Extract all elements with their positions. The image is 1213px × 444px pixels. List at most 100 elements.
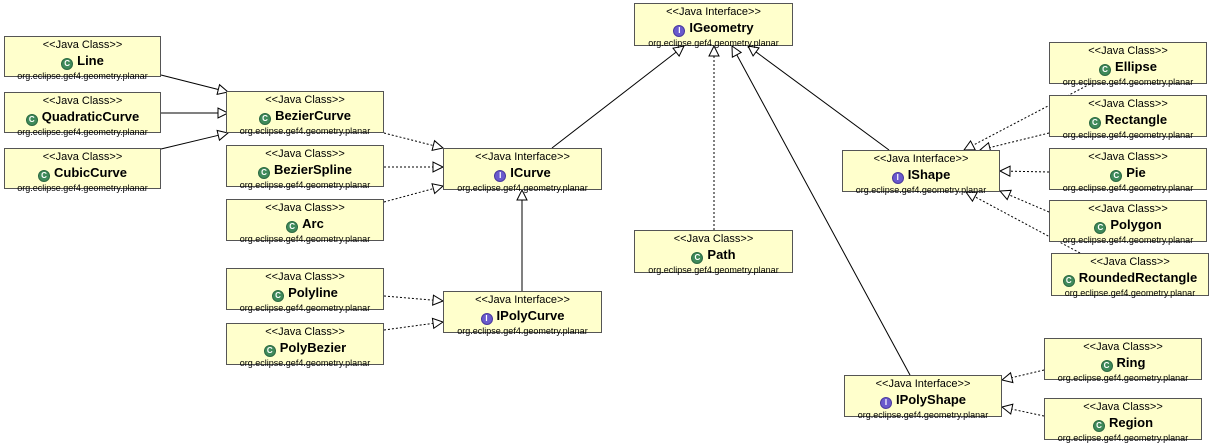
class-icon: C — [691, 252, 704, 264]
stereotype-label: <<Java Interface>> — [875, 378, 971, 390]
interface-icon: I — [494, 170, 507, 182]
interface-icon: I — [879, 397, 892, 409]
arrowhead — [998, 165, 1011, 178]
package-label: org.eclipse.gef4.geometry.planar — [648, 265, 779, 275]
stereotype-label: <<Java Class>> — [42, 151, 123, 163]
class-icon: C — [286, 221, 299, 233]
arrowhead — [672, 45, 685, 58]
node-name: IPolyCurve — [496, 308, 565, 323]
package-label: org.eclipse.gef4.geometry.planar — [239, 126, 371, 136]
edge-implements-polyline-to-ipolycurve — [383, 294, 445, 306]
edge-implements-roundedrectangle-to-ishape — [965, 191, 1081, 254]
node-name: BezierCurve — [275, 108, 351, 123]
stereotype-label: <<Java Class>> — [1088, 98, 1168, 110]
interface-icon: I — [480, 313, 493, 325]
node-name: PolyBezier — [279, 340, 347, 355]
stereotype-label: <<Java Class>> — [673, 233, 754, 245]
arrowhead — [963, 139, 976, 151]
node-name: Pie — [1126, 165, 1146, 180]
edge-implements-polybezier-to-ipolycurve — [383, 317, 445, 331]
stereotype-label: <<Java Class>> — [265, 202, 345, 214]
node-name: Polygon — [1110, 217, 1162, 232]
package-label: org.eclipse.gef4.geometry.planar — [457, 326, 588, 336]
stereotype-label: <<Java Class>> — [42, 95, 123, 107]
stereotype-label: <<Java Class>> — [1088, 45, 1168, 57]
package-label: org.eclipse.gef4.geometry.planar — [239, 358, 371, 368]
node-name: Rectangle — [1104, 112, 1168, 127]
package-label: org.eclipse.gef4.geometry.planar — [1062, 130, 1194, 140]
arrowhead — [431, 183, 445, 195]
package-label: org.eclipse.gef4.geometry.planar — [648, 38, 779, 48]
arrowhead — [516, 188, 528, 201]
node-name: ICurve — [510, 165, 551, 180]
edge-implements-ring-to-ipolyshape — [1000, 369, 1045, 384]
node-name: Arc — [302, 216, 324, 231]
package-label: org.eclipse.gef4.geometry.planar — [17, 183, 148, 193]
node-name: IPolyShape — [895, 392, 967, 407]
edge-implements-region-to-ipolyshape — [1000, 403, 1045, 417]
node-name: IShape — [907, 167, 951, 182]
arrowhead — [708, 44, 720, 57]
class-icon: C — [38, 170, 51, 182]
class-icon: C — [1088, 117, 1101, 129]
arrowhead — [747, 45, 760, 57]
stereotype-label: <<Java Class>> — [265, 94, 345, 106]
package-label: org.eclipse.gef4.geometry.planar — [1057, 433, 1189, 443]
class-icon: C — [1062, 275, 1075, 287]
stereotype-label: <<Java Interface>> — [475, 294, 570, 306]
package-label: org.eclipse.gef4.geometry.planar — [239, 234, 371, 244]
edge-extends-ishape-to-igeometry — [747, 45, 890, 151]
arrowhead — [216, 129, 230, 142]
edge-implements-path-to-igeometry — [708, 44, 720, 230]
node-name: Path — [707, 247, 736, 262]
class-icon: C — [263, 345, 276, 357]
node-name: QuadraticCurve — [41, 109, 140, 124]
arrowhead — [1000, 403, 1014, 415]
node-name: Polyline — [288, 285, 338, 300]
package-label: org.eclipse.gef4.geometry.planar — [17, 127, 148, 137]
package-label: org.eclipse.gef4.geometry.planar — [1062, 235, 1194, 245]
class-icon: C — [259, 113, 272, 125]
arrowhead — [432, 294, 445, 306]
class-icon: C — [1099, 64, 1112, 76]
class-icon: C — [1092, 420, 1105, 432]
package-label: org.eclipse.gef4.geometry.planar — [1062, 77, 1194, 87]
edge-implements-pie-to-ishape — [998, 165, 1050, 178]
node-name: BezierSpline — [273, 162, 353, 177]
edge-extends-ipolyshape-to-igeometry — [731, 45, 911, 376]
arrowhead — [1000, 371, 1014, 384]
node-name: CubicCurve — [54, 165, 127, 180]
node-name: Ring — [1116, 355, 1146, 370]
package-label: org.eclipse.gef4.geometry.planar — [857, 410, 989, 420]
package-label: org.eclipse.gef4.geometry.planar — [239, 303, 371, 313]
stereotype-label: <<Java Class>> — [1090, 256, 1170, 268]
class-icon: C — [61, 58, 74, 70]
